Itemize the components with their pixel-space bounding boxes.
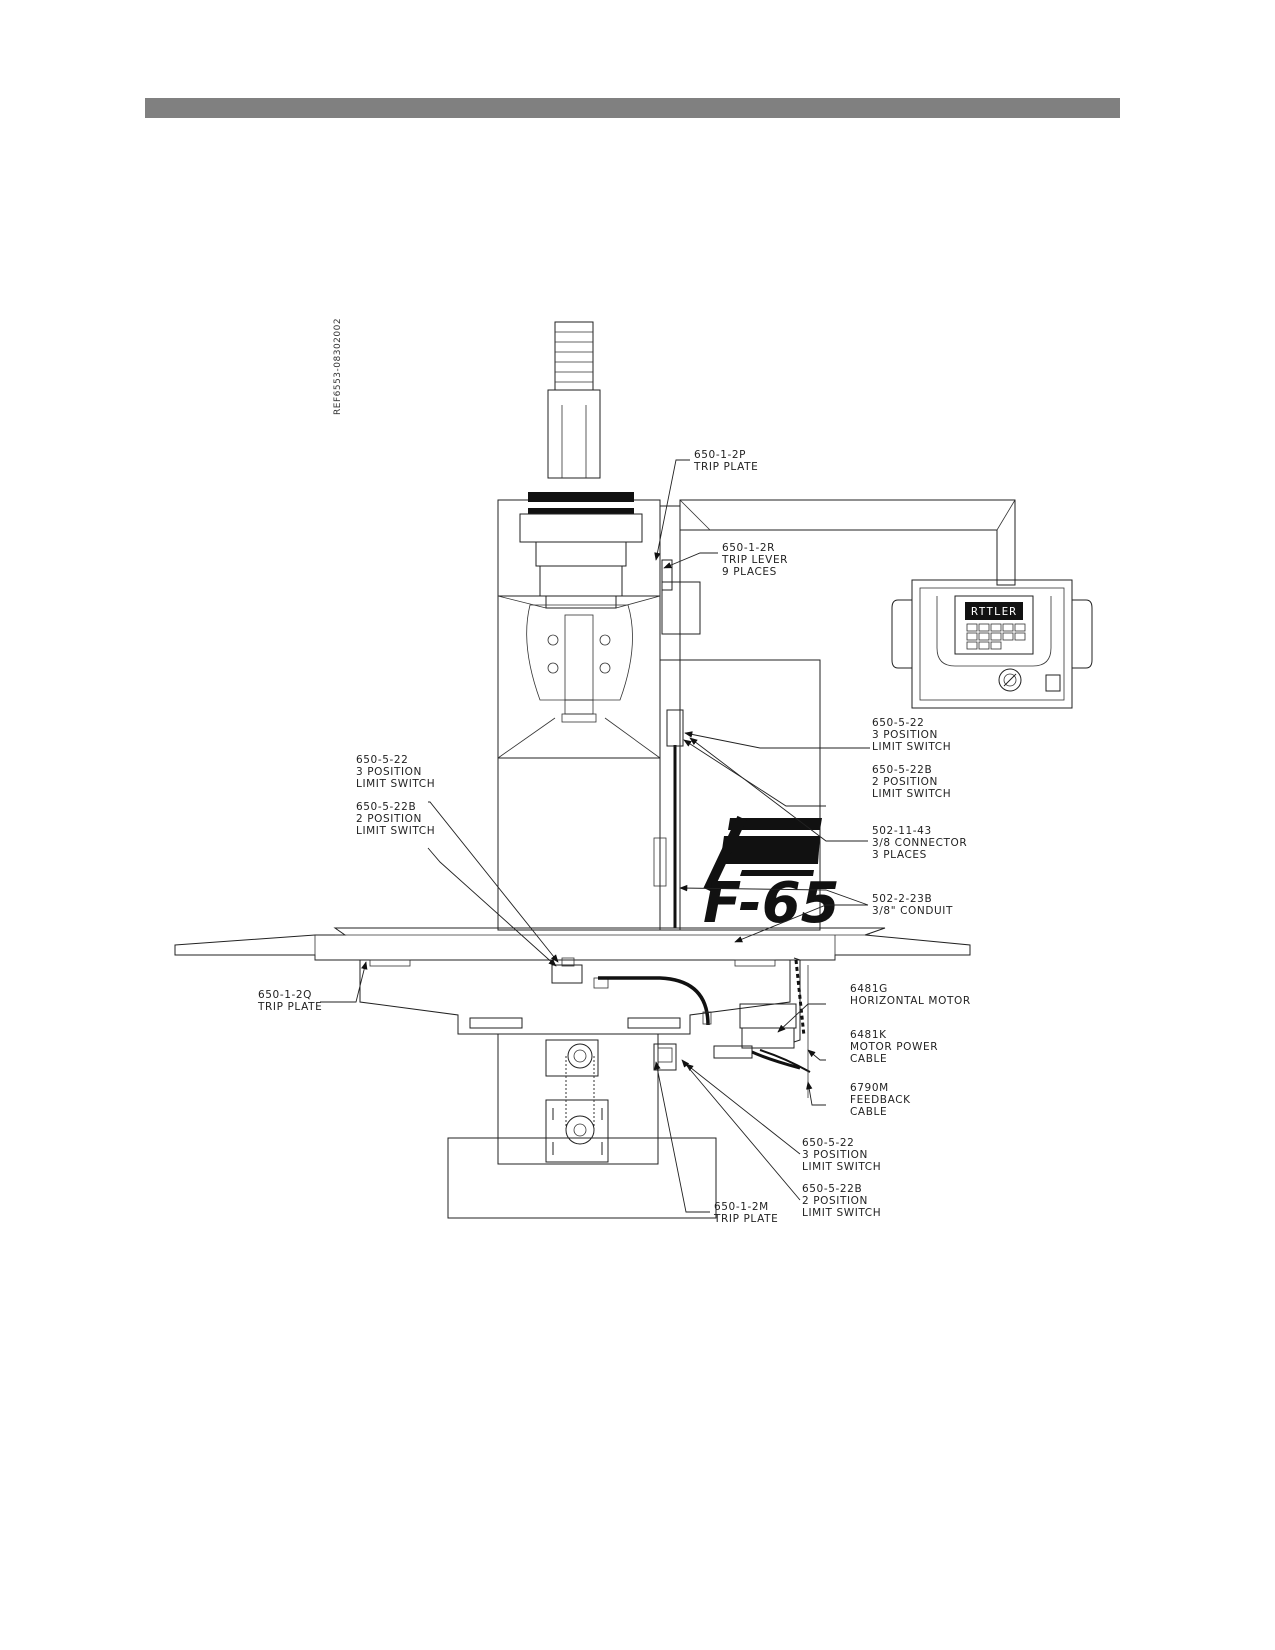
callout-limit-switch-3pos-base: 650-5-22 3 POSITION LIMIT SWITCH — [802, 1137, 881, 1173]
callout-horizontal-motor: 6481G HORIZONTAL MOTOR — [850, 983, 971, 1007]
base — [447, 1033, 717, 1219]
electrical-cabinet: F-65 — [653, 659, 840, 936]
pendant-arm — [679, 499, 1016, 586]
callout-trip-plate-left: 650-1-2Q TRIP PLATE — [257, 989, 322, 1013]
horizontal-motor — [713, 957, 811, 1098]
callout-trip-plate-base: 650-1-2M TRIP PLATE — [713, 1201, 778, 1225]
callout-feedback-cable: 6790M FEEDBACK CABLE — [850, 1082, 915, 1118]
spindle-motor — [547, 321, 601, 479]
saddle — [359, 957, 791, 1035]
callout-limit-switch-3pos-cabinet: 650-5-22 3 POSITION LIMIT SWITCH — [872, 717, 951, 753]
machine-logo: F-65 — [703, 871, 840, 936]
callout-connector: 502-11-43 3/8 CONNECTOR 3 PLACES — [872, 825, 971, 861]
reference-number: REF6553-08302002 — [333, 318, 343, 415]
control-panel-brand: RTTLER — [971, 605, 1017, 618]
control-panel: RTTLER — [891, 579, 1093, 709]
callout-limit-switch-2pos-cabinet: 650-5-22B 2 POSITION LIMIT SWITCH — [872, 764, 951, 800]
callout-limit-switch-2pos-table: 650-5-22B 2 POSITION LIMIT SWITCH — [356, 801, 435, 837]
callout-conduit: 502-2-23B 3/8" CONDUIT — [872, 893, 953, 917]
callout-limit-switch-3pos-table: 650-5-22 3 POSITION LIMIT SWITCH — [356, 754, 435, 790]
callout-motor-power-cable: 6481K MOTOR POWER CABLE — [850, 1029, 942, 1065]
callout-trip-plate-top: 650-1-2P TRIP PLATE — [693, 449, 758, 473]
callout-trip-lever: 650-1-2R TRIP LEVER 9 PLACES — [721, 542, 792, 578]
column — [497, 492, 701, 931]
table — [174, 927, 971, 967]
header-bar — [145, 98, 1120, 118]
leader-lines — [320, 459, 870, 1213]
callout-limit-switch-2pos-base: 650-5-22B 2 POSITION LIMIT SWITCH — [802, 1183, 881, 1219]
